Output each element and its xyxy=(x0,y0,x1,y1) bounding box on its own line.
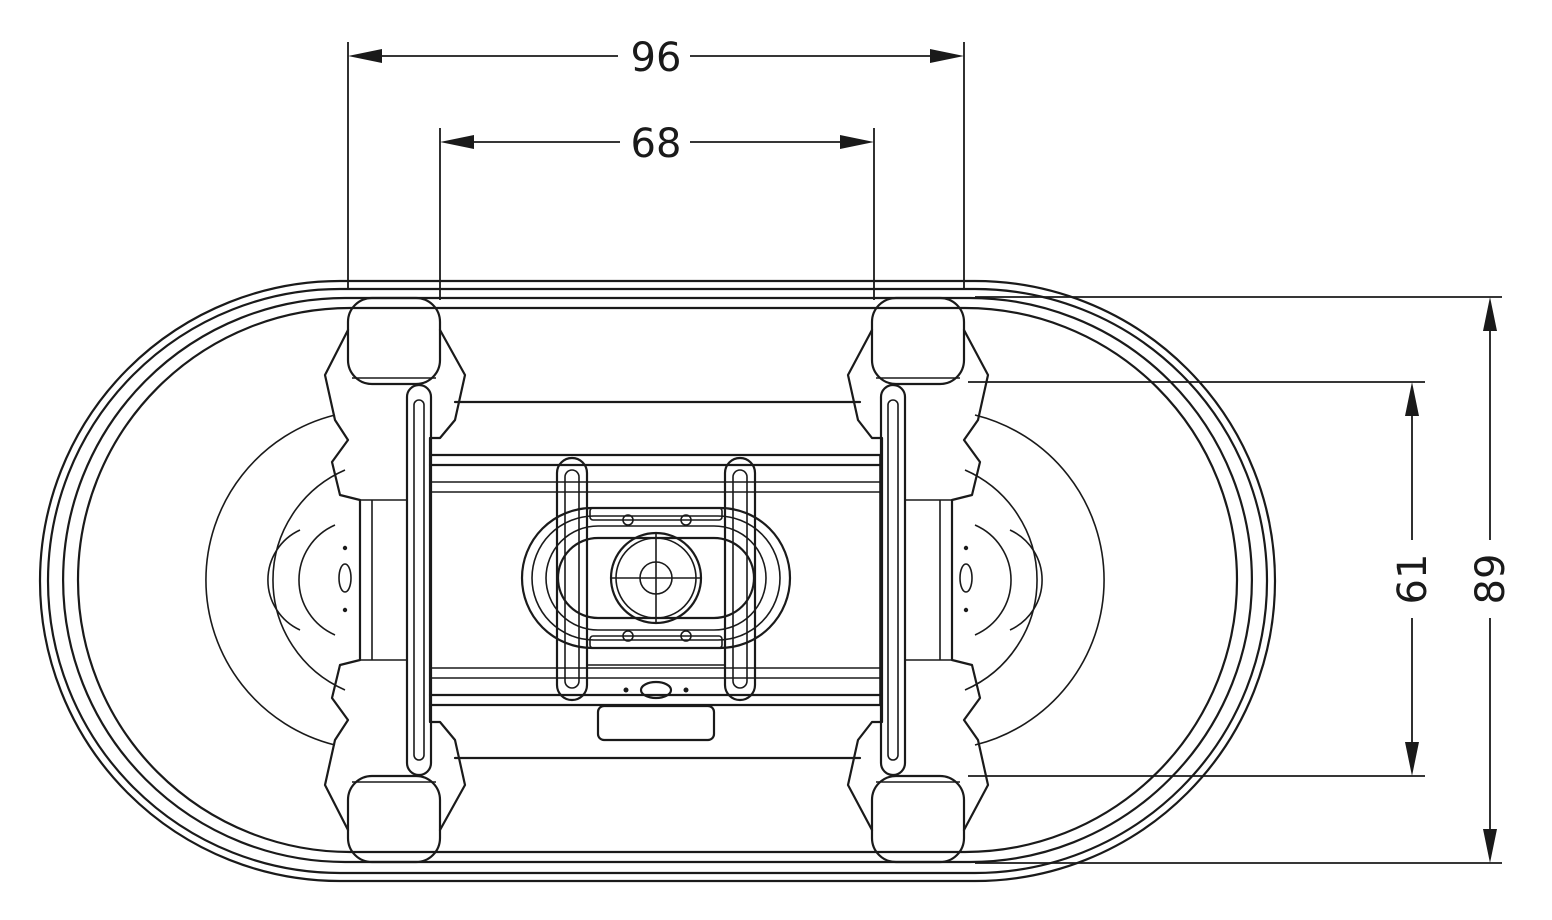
dimension-label-inner-height: 61 xyxy=(1390,554,1436,605)
dimension-label-outer-width: 96 xyxy=(631,35,682,81)
dimension-label-inner-width: 68 xyxy=(631,121,682,167)
dimension-inner-width xyxy=(439,128,875,300)
left-ring xyxy=(205,414,352,746)
right-ring xyxy=(959,414,1105,746)
right-clamp xyxy=(846,296,990,864)
dimension-label-outer-height: 89 xyxy=(1468,554,1514,605)
dimension-inner-height xyxy=(968,381,1425,777)
dimension-outer-height xyxy=(975,296,1502,864)
dimension-outer-width xyxy=(347,42,965,290)
base-outline xyxy=(38,279,1277,883)
center-rails xyxy=(428,400,882,760)
left-clamp xyxy=(323,296,467,864)
center-hub xyxy=(520,456,792,742)
